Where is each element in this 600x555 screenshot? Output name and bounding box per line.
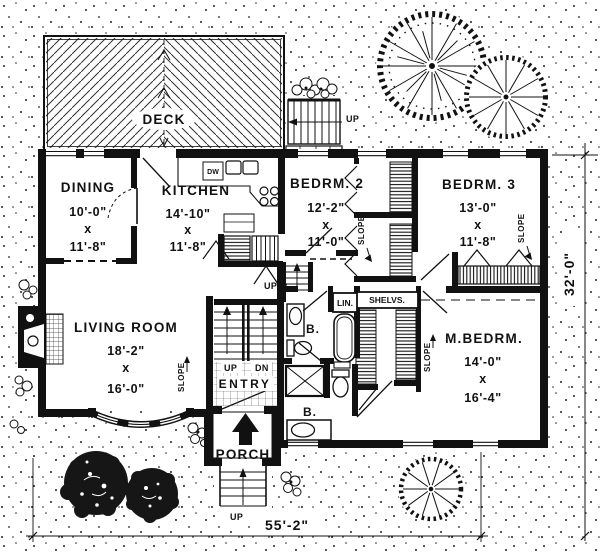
bay-window xyxy=(90,409,192,428)
porch-steps xyxy=(219,466,267,507)
bedroom3-depth: 11'-8" xyxy=(460,235,497,249)
overall-width-dimension: 55'-2" xyxy=(265,517,309,533)
toilet-tank-lower xyxy=(331,369,350,378)
deck-stairs-arrow xyxy=(288,118,297,126)
mini-stairs-arrow xyxy=(293,263,301,271)
pantry-bifold-door xyxy=(202,239,230,260)
shelf-small xyxy=(333,361,351,369)
porch: PORCH xyxy=(212,411,273,462)
closet-shelves-bedroom3 xyxy=(389,223,413,277)
kitchen-fixtures xyxy=(177,158,280,233)
dining-sep: x xyxy=(84,222,92,236)
master-closet-right xyxy=(395,309,417,381)
kitchen-depth: 11'-8" xyxy=(170,240,207,254)
kitchen-label: KITCHEN xyxy=(162,183,230,198)
room-labels: DINING 10'-0" x 11'-8" KITCHEN 14'-10" x… xyxy=(61,176,523,419)
bathroom-fixtures xyxy=(284,292,358,441)
bath-lower-label: B. xyxy=(303,405,317,419)
deck-hatch-left xyxy=(46,38,164,148)
bush-left-upper xyxy=(9,279,38,434)
linen-label: LIN. xyxy=(337,298,353,308)
windows-top-wall xyxy=(46,149,526,188)
sink-upper xyxy=(288,306,303,326)
sink-lower xyxy=(290,422,316,438)
hall-up-label: UP xyxy=(264,281,277,291)
master-bedroom-label: M.BEDRM. xyxy=(445,331,523,346)
deck-hatch-right xyxy=(164,38,282,148)
bedroom2-sep: x xyxy=(322,218,330,232)
bedroom2-label: BEDRM. 2 xyxy=(290,176,364,191)
bedroom3-label: BEDRM. 3 xyxy=(442,177,516,192)
mini-stairs-up xyxy=(279,263,308,292)
entrance-arrow xyxy=(232,413,259,445)
master-bedroom-depth: 16'-4" xyxy=(464,391,502,405)
pantry-shelves xyxy=(223,235,251,262)
dishwasher-label: DW xyxy=(207,169,219,176)
tree-bottom-left-pair xyxy=(60,451,179,523)
entry-up-label: UP xyxy=(224,363,237,373)
toilet-bowl-upper xyxy=(293,340,313,356)
entry-floor xyxy=(214,362,277,406)
master-closets xyxy=(355,291,419,385)
entry-down-label: DN xyxy=(255,363,269,373)
deck-label: DECK xyxy=(142,112,185,127)
bedroom3-sep: x xyxy=(474,218,482,232)
hall-door-swing-v xyxy=(253,264,279,285)
stair-core xyxy=(202,235,279,285)
deck: DECK xyxy=(43,35,285,151)
entry-label: ENTRY xyxy=(219,377,272,391)
slope-master: SLOPE xyxy=(423,342,432,372)
living-room-width: 18'-2" xyxy=(107,344,145,358)
interior-walls xyxy=(46,158,548,416)
hearth xyxy=(45,313,64,365)
bedroom2-width: 12'-2" xyxy=(307,201,345,215)
master-bedroom-width: 14'-0" xyxy=(464,355,502,369)
slope-annotations: SLOPE SLOPE SLOPE SLOPE xyxy=(177,213,532,392)
living-room-sep: x xyxy=(122,361,130,375)
toilet-tank-upper xyxy=(286,339,295,357)
bedroom3-width: 13'-0" xyxy=(459,201,497,215)
fireplace xyxy=(18,306,64,368)
entry-stairs xyxy=(214,299,277,361)
master-closet-left xyxy=(355,309,377,385)
bathtub-inner xyxy=(336,316,353,360)
bedroom3-wall-closet xyxy=(457,265,541,285)
porch-steps-arrow xyxy=(239,468,247,477)
dining-kitchen-door xyxy=(107,187,138,224)
dimension-lines xyxy=(26,143,598,542)
dining-depth: 11'-8" xyxy=(70,240,107,254)
slope-living: SLOPE xyxy=(177,362,186,392)
overall-depth-dimension: 32'-0" xyxy=(561,252,577,296)
bush-cluster-deck xyxy=(291,77,338,99)
toilet-bowl-lower xyxy=(332,376,349,398)
kitchen-sep: x xyxy=(184,223,192,237)
dining-label: DINING xyxy=(61,180,115,195)
shelves-label: SHELVS. xyxy=(369,295,405,305)
slope-bedroom2: SLOPE xyxy=(357,215,366,245)
deck-stairs-up-label: UP xyxy=(346,114,359,124)
porch-label: PORCH xyxy=(216,447,271,462)
kitchen-width: 14'-10" xyxy=(165,207,210,221)
closet-shelves-bedroom2 xyxy=(389,161,413,213)
bedroom-closets xyxy=(344,161,541,285)
bath-upper-label: B. xyxy=(306,322,320,336)
slope-bedroom3: SLOPE xyxy=(517,213,526,243)
dining-width: 10'-0" xyxy=(69,205,107,219)
living-room-depth: 16'-0" xyxy=(107,382,145,396)
deck-door-swing xyxy=(142,157,171,188)
range-burners xyxy=(259,186,280,207)
bedroom2-depth: 11'-0" xyxy=(308,235,345,249)
porch-steps-up-label: UP xyxy=(230,512,243,522)
tree-bottom-right xyxy=(398,456,464,522)
linen-closet-box xyxy=(332,292,358,313)
master-bedroom-sep: x xyxy=(479,372,487,386)
living-room-label: LIVING ROOM xyxy=(74,320,178,335)
deck-label-plate xyxy=(132,108,196,130)
bush-by-steps xyxy=(280,471,302,497)
windows-bottom-wall xyxy=(288,440,498,448)
dashed-lines xyxy=(64,258,538,301)
shower-x xyxy=(285,365,325,397)
tree-top-small xyxy=(463,54,549,140)
